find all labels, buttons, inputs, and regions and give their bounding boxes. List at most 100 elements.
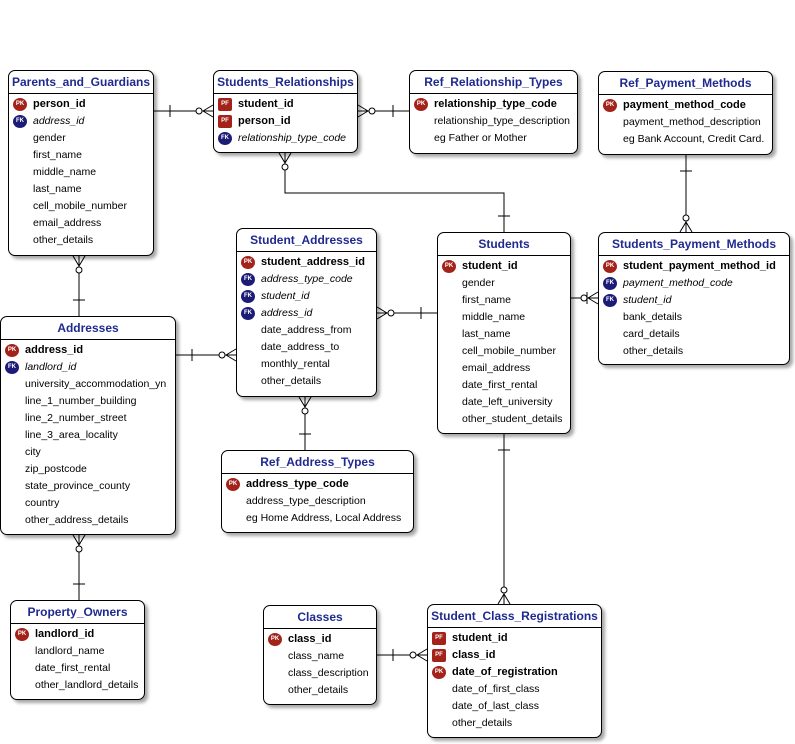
attribute-name: last_name: [462, 328, 511, 340]
attribute-name: card_details: [623, 328, 680, 340]
attribute-other-details: other_details: [428, 715, 601, 732]
crow-foot-line: [225, 348, 237, 356]
crow-foot-line: [304, 396, 312, 408]
attribute-class-name: class_name: [264, 648, 376, 665]
attribute-middle-name: middle_name: [438, 309, 570, 326]
attribute-date-of-last-class: date_of_last_class: [428, 698, 601, 715]
attribute-other-address-details: other_address_details: [1, 512, 175, 529]
attribute-name: person_id: [238, 115, 291, 127]
entity-title: Student_Class_Registrations: [428, 605, 601, 628]
attribute-other-details: other_details: [9, 232, 153, 249]
entity-title: Addresses: [1, 317, 175, 340]
attribute-name: eg Bank Account, Credit Card.: [623, 133, 765, 145]
attribute-line-3-area-locality: line_3_area_locality: [1, 427, 175, 444]
optional-circle: [682, 214, 690, 222]
attribute-name: city: [25, 446, 41, 458]
optional-circle: [301, 407, 309, 415]
attribute-name: line_2_number_street: [25, 412, 127, 424]
crow-foot-line: [685, 221, 693, 233]
entity-title: Student_Addresses: [237, 229, 376, 252]
crow-foot-line: [72, 534, 80, 546]
optional-circle: [500, 586, 508, 594]
fk-key-icon: FK: [603, 277, 617, 290]
attribute-date-first-rental: date_first_rental: [438, 377, 570, 394]
attribute-name: date_of_first_class: [452, 683, 540, 695]
fk-key-icon: FK: [13, 115, 27, 128]
attribute-name: student_id: [261, 290, 310, 302]
attribute-eg-bank-account-credit-card: eg Bank Account, Credit Card.: [599, 131, 772, 148]
attribute-name: first_name: [462, 294, 512, 306]
attribute-name: other_details: [623, 345, 684, 357]
entity-title: Students_Payment_Methods: [599, 233, 789, 256]
pk-key-icon: PK: [15, 628, 29, 641]
attribute-card-details: card_details: [599, 326, 789, 343]
pk-key-icon: PK: [414, 98, 428, 111]
pk-key-icon: PK: [432, 666, 446, 679]
attribute-name: zip_postcode: [25, 463, 87, 475]
attribute-name: payment_method_description: [623, 116, 761, 128]
attribute-student-id: PF student_id: [214, 96, 357, 113]
fk-key-icon: FK: [218, 132, 232, 145]
attribute-name: first_name: [33, 149, 83, 161]
attribute-name: other_landlord_details: [35, 679, 139, 691]
attribute-other-student-details: other_student_details: [438, 411, 570, 428]
attribute-payment-method-description: payment_method_description: [599, 114, 772, 131]
crow-foot-line: [72, 255, 80, 267]
attribute-name: line_3_area_locality: [25, 429, 118, 441]
crow-foot-line: [497, 593, 505, 605]
attribute-name: date_of_registration: [452, 666, 558, 678]
crow-foot-line: [587, 297, 599, 305]
pk-key-icon: PK: [226, 478, 240, 491]
entity-title: Classes: [264, 606, 376, 629]
crow-foot-line: [298, 396, 306, 408]
attribute-name: class_description: [288, 667, 369, 679]
attribute-name: other_details: [452, 717, 513, 729]
attribute-name: date_left_university: [462, 396, 553, 408]
attribute-name: date_address_to: [261, 341, 340, 353]
attribute-name: student_id: [238, 98, 294, 110]
entity-title: Students: [438, 233, 570, 256]
attribute-gender: gender: [438, 275, 570, 292]
attribute-email-address: email_address: [438, 360, 570, 377]
crow-foot-line: [503, 593, 511, 605]
fk-key-icon: FK: [5, 361, 19, 374]
attribute-country: country: [1, 495, 175, 512]
pf-key-icon: PF: [218, 115, 232, 128]
attribute-date-address-to: date_address_to: [237, 339, 376, 356]
pk-key-icon: PK: [442, 260, 456, 273]
attribute-cell-mobile-number: cell_mobile_number: [438, 343, 570, 360]
pf-key-icon: PF: [218, 98, 232, 111]
attribute-name: last_name: [33, 183, 82, 195]
attribute-gender: gender: [9, 130, 153, 147]
attribute-name: email_address: [33, 217, 102, 229]
attribute-name: date_of_last_class: [452, 700, 539, 712]
pk-key-icon: PK: [603, 260, 617, 273]
attribute-first-name: first_name: [438, 292, 570, 309]
attribute-date-first-rental: date_first_rental: [11, 660, 144, 677]
attribute-name: monthly_rental: [261, 358, 330, 370]
